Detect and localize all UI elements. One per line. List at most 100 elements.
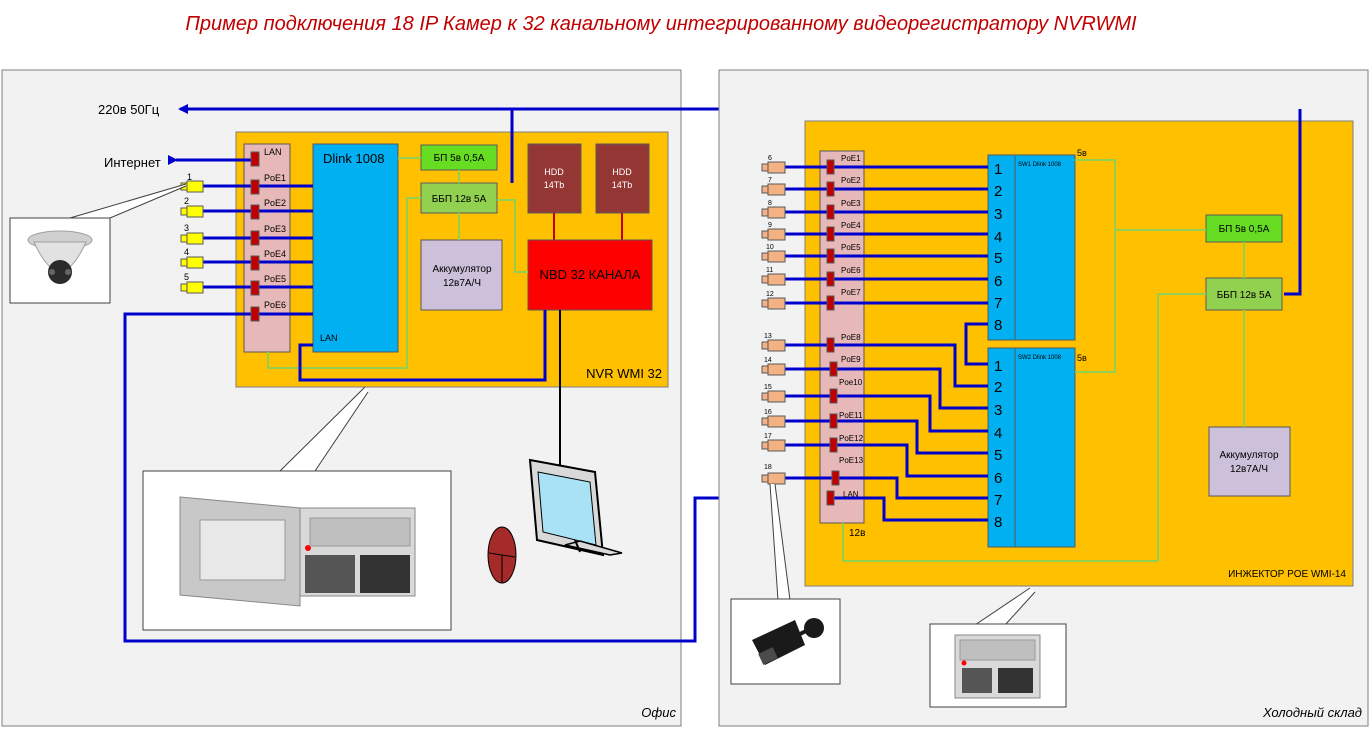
wh-port-label: Poe10 [839, 378, 863, 387]
camera-number: 11 [766, 267, 773, 274]
office-battery [420, 239, 503, 311]
camera-8 [761, 206, 786, 219]
warehouse-psu [1205, 214, 1283, 243]
wh-port-label: PoE6 [841, 266, 861, 275]
warehouse-camera-lines [785, 165, 988, 522]
camera-13 [761, 339, 786, 352]
camera-number: 12 [766, 291, 774, 298]
camera-18 [761, 472, 786, 485]
camera-2 [180, 205, 204, 218]
sw1-port-num: 7 [994, 295, 1002, 312]
office-switch [312, 143, 399, 353]
office-port-label: PoE6 [264, 300, 286, 310]
office-lowvolt-lines [267, 157, 528, 369]
wh-port-label: PoE9 [841, 355, 861, 364]
nbd-recorder [527, 239, 653, 311]
hdd-1 [527, 143, 582, 214]
wh-port-label: PoE12 [839, 434, 864, 443]
sw2-port-num: 5 [994, 447, 1002, 464]
camera-number: 17 [764, 433, 772, 440]
wh-port-label: LAN [843, 490, 859, 499]
injector-cabinet [804, 120, 1354, 587]
camera-14 [761, 363, 786, 376]
sw1-port-num: 1 [994, 161, 1002, 178]
sw2-label: SW2 Dlink 1008 [1018, 355, 1062, 361]
wh-port-5 [826, 248, 835, 264]
sw1-port-num: 3 [994, 206, 1002, 223]
office-port-poe6 [250, 306, 260, 322]
camera-4 [180, 256, 204, 269]
camera-9 [761, 228, 786, 241]
wh-port-8 [826, 337, 835, 353]
wh-port-7 [826, 295, 835, 311]
office-port-label: PoE2 [264, 198, 286, 208]
office-zone-label: Офис [641, 705, 676, 720]
camera-number: 4 [184, 247, 189, 257]
wh-port-label: PoE2 [841, 176, 861, 185]
monitor-icon [528, 458, 623, 557]
warehouse-switch-1 [987, 154, 1076, 341]
office-psu [420, 144, 498, 171]
hdd-1-label-1: HDD [544, 167, 564, 177]
camera-number: 9 [768, 222, 772, 229]
wh-port-9 [829, 361, 838, 377]
warehouse-cameras [761, 161, 786, 485]
wh-port-2 [826, 181, 835, 197]
wh-port-label: PoE5 [841, 243, 861, 252]
warehouse-lowvolt-lines [842, 159, 1245, 562]
camera-number: 14 [764, 357, 772, 364]
camera-5 [180, 281, 204, 294]
office-port-poe2 [250, 204, 260, 220]
nvr-label: NVR WMI 32 [586, 366, 662, 381]
office-port-poe3 [250, 230, 260, 246]
camera-number: 10 [766, 244, 774, 251]
wh-port-6 [826, 271, 835, 287]
camera-number: 1 [187, 172, 192, 182]
wh-port-12 [829, 437, 838, 453]
office-port-poe4 [250, 255, 260, 271]
warehouse-switch-2 [987, 347, 1076, 548]
office-port-label: PoE4 [264, 249, 286, 259]
camera-number: 18 [764, 464, 772, 471]
bullet-camera-icon [752, 618, 824, 665]
sw1-port-num: 5 [994, 250, 1002, 267]
warehouse-ups [1205, 277, 1283, 311]
office-battery-label-2: 12в7А/Ч [443, 278, 481, 289]
office-port-label: LAN [264, 147, 282, 157]
warehouse-psu-label: БП 5в 0,5А [1219, 224, 1270, 235]
wh-port-label: PoE4 [841, 221, 861, 230]
hdd-2-label-2: 14Tb [612, 180, 633, 190]
wh-port-label: PoE11 [839, 411, 863, 420]
office-switch-lan-label: LAN [320, 333, 338, 343]
office-battery-label-1: Аккумулятор [432, 264, 491, 275]
camera-16 [761, 415, 786, 428]
wh-port-label: PoE1 [841, 154, 861, 163]
injector-label: ИНЖЕКТОР POE WMI-14 [1228, 569, 1346, 580]
camera-17 [761, 439, 786, 452]
camera-3 [180, 232, 204, 245]
office-port-label: PoE5 [264, 274, 286, 284]
hdd-2 [595, 143, 650, 214]
office-ups-label: ББП 12в 5А [432, 194, 487, 205]
sw2-port-num: 3 [994, 402, 1002, 419]
camera-15 [761, 390, 786, 403]
camera-number: 3 [184, 223, 189, 233]
cabinet-photo-icon [179, 496, 416, 607]
dome-camera-icon [27, 230, 93, 284]
office-ports [250, 151, 260, 322]
wh-port-label: PoE7 [841, 288, 861, 297]
warehouse-battery-label-2: 12в7А/Ч [1230, 464, 1268, 475]
warehouse-battery [1208, 426, 1291, 497]
sw1-label: SW1 Dlink 1008 [1018, 162, 1062, 168]
camera-number: 8 [768, 200, 772, 207]
camera-12 [761, 297, 786, 310]
internet-label: Интернет [104, 155, 161, 170]
sw2-port-num: 6 [994, 470, 1002, 487]
hdd-2-label-1: HDD [612, 167, 632, 177]
wh-port-label: PoE13 [839, 456, 864, 465]
sw2-port-num: 2 [994, 379, 1002, 396]
camera-number: 13 [764, 333, 772, 340]
nbd-label: NBD 32 КАНАЛА [540, 267, 641, 282]
power-label: 220в 50Гц [98, 102, 160, 117]
